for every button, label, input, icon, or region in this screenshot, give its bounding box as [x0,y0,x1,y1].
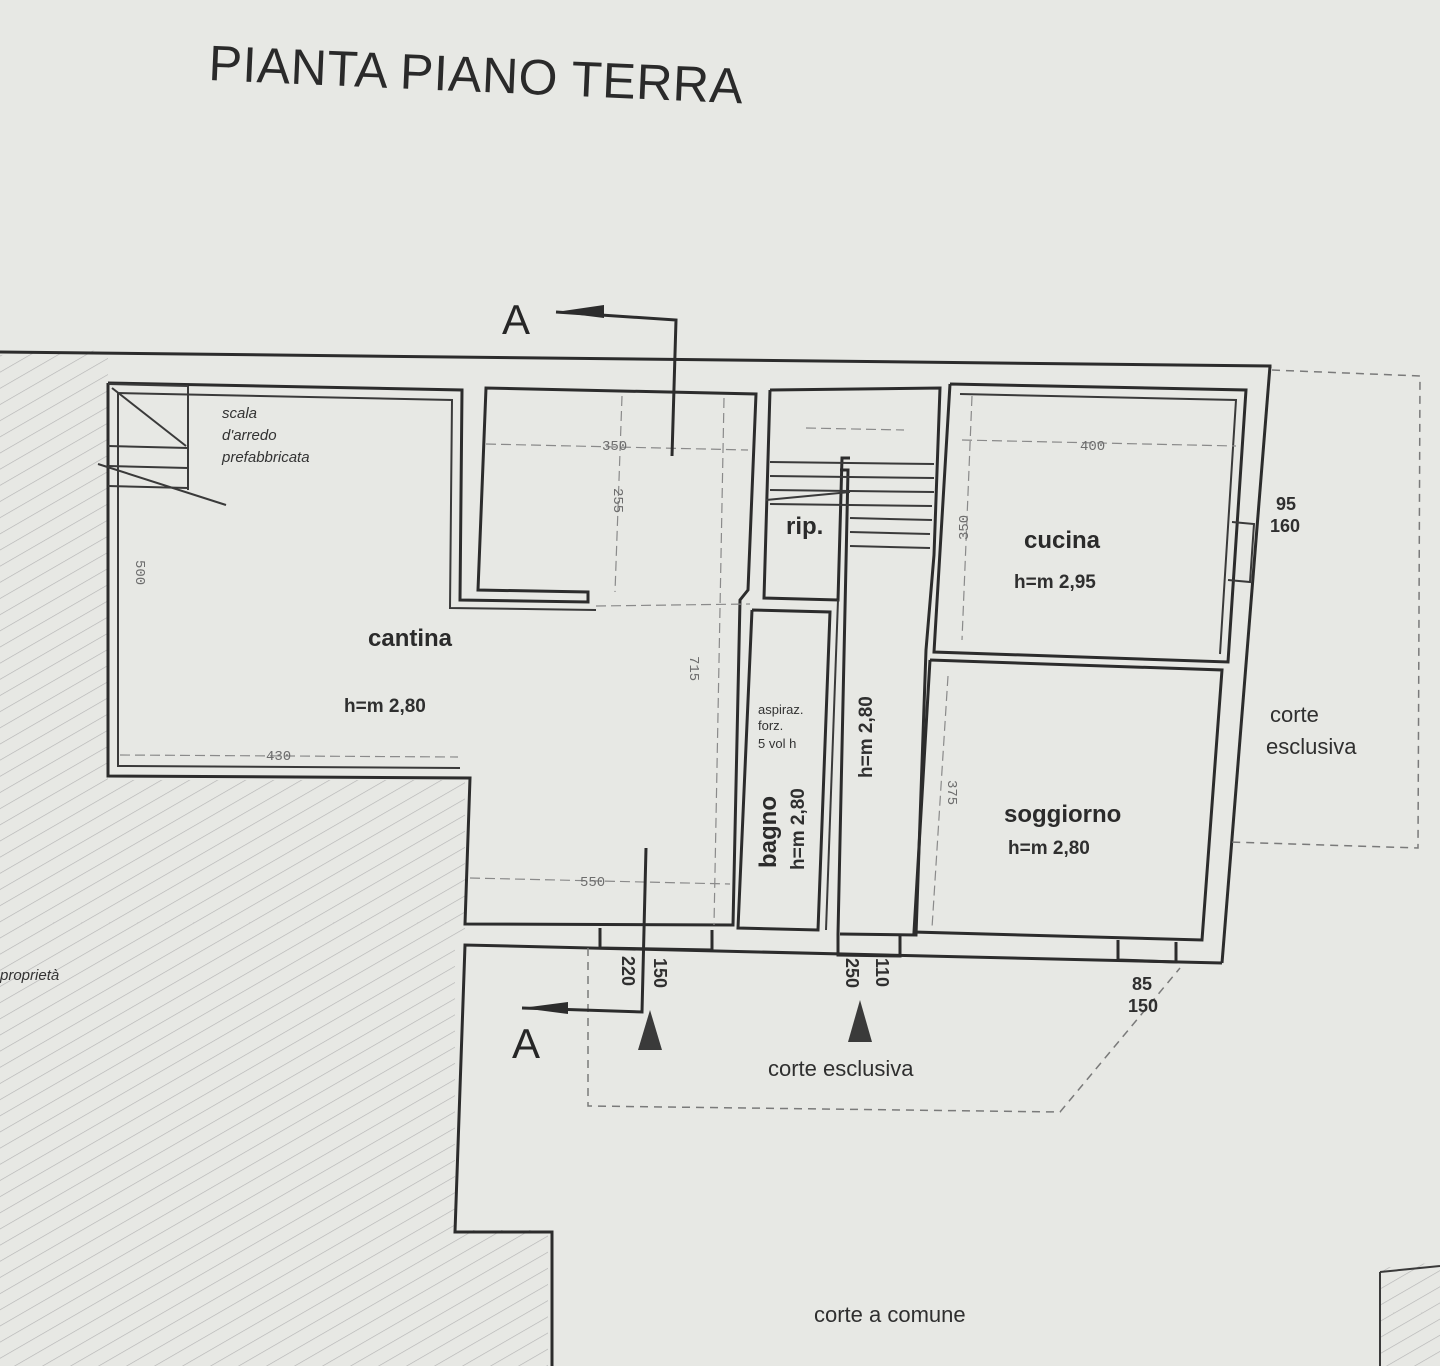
dim-cucina-width: 400 [1080,439,1105,455]
label-ripostiglio: rip. [786,513,823,540]
section-label-bottom: A [512,1020,540,1067]
note-stair-3: prefabbricata [221,449,310,466]
stair-corridor [765,461,935,549]
dim-window-right-2: 160 [1270,516,1300,536]
entrance-arrows [638,1000,872,1050]
dim-central-length: 715 [685,656,701,681]
label-corridor-height: h=m 2,80 [856,696,877,778]
label-bagno-height: h=m 2,80 [788,788,809,870]
dim-window-bottom-1: 85 [1132,974,1152,994]
note-aspir-1: aspiraz. [758,702,804,717]
label-soggiorno-height: h=m 2,80 [1008,838,1090,859]
label-corte-esclusiva-bottom: corte esclusiva [768,1056,914,1081]
dim-door-2-b: 110 [872,958,892,987]
dim-lower-width: 550 [580,875,605,891]
central-walls [598,386,942,958]
label-cantina-height: h=m 2,80 [344,696,426,717]
dim-cucina-depth: 350 [957,515,973,540]
dim-upper-room-width: 350 [602,439,627,455]
dim-door-2-a: 250 [842,958,862,988]
note-aspir-2: forz. [758,718,783,733]
dim-cantina-height: 500 [131,560,147,585]
label-corte-esclusiva-right-2: esclusiva [1266,734,1357,759]
label-soggiorno: soggiorno [1004,801,1121,828]
dim-window-bottom-2: 150 [1128,996,1158,1016]
note-stair-2: d'arredo [222,427,277,444]
note-stair-1: scala [222,405,257,422]
dimension-lines [119,395,1237,929]
label-altra-proprieta: proprietà [0,967,59,984]
label-corte-esclusiva-right-1: corte [1270,702,1319,727]
label-corte-comune: corte a comune [814,1302,966,1327]
label-cucina: cucina [1024,527,1101,554]
dim-upper-room-depth: 255 [609,488,625,513]
soggiorno-walls [912,658,1224,964]
dim-window-right-1: 95 [1276,494,1296,514]
outer-boundary [0,350,1440,1366]
label-cucina-height: h=m 2,95 [1014,572,1096,593]
label-cantina: cantina [368,625,453,652]
dim-door-1-a: 220 [618,956,638,986]
cantina-walls [106,381,758,927]
entrance-arrow-1-icon [638,1010,662,1050]
cucina-walls [932,382,1256,664]
stair-cantina [97,383,227,506]
section-label-top: A [502,296,530,343]
corte-boundaries [587,369,1421,1113]
hatched-other-property [0,350,1440,1366]
label-bagno: bagno [755,796,782,868]
note-aspir-3: 5 vol h [758,736,796,751]
entrance-arrow-2-icon [848,1000,872,1042]
dim-door-1-b: 150 [650,958,670,988]
section-line-a: A A [502,296,678,1067]
dim-cantina-width: 430 [266,749,291,765]
dim-soggiorno-depth: 375 [943,780,959,805]
